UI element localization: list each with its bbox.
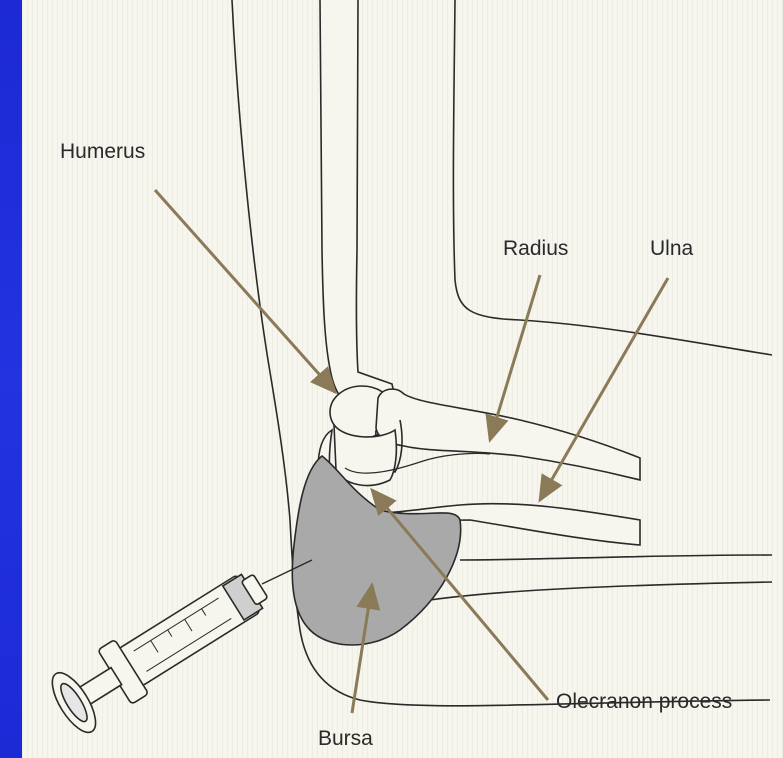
label-humerus: Humerus: [60, 140, 145, 163]
radius-bone: [376, 389, 640, 480]
radius-pointer: [490, 275, 540, 440]
label-ulna: Ulna: [650, 237, 694, 260]
humerus-bone: [320, 0, 394, 438]
label-radius: Radius: [503, 237, 568, 260]
label-bursa: Bursa: [318, 727, 373, 750]
label-olecranon-process: Olecranon process: [556, 690, 732, 713]
humerus-pointer: [155, 190, 335, 392]
syringe-icon: [44, 557, 312, 739]
